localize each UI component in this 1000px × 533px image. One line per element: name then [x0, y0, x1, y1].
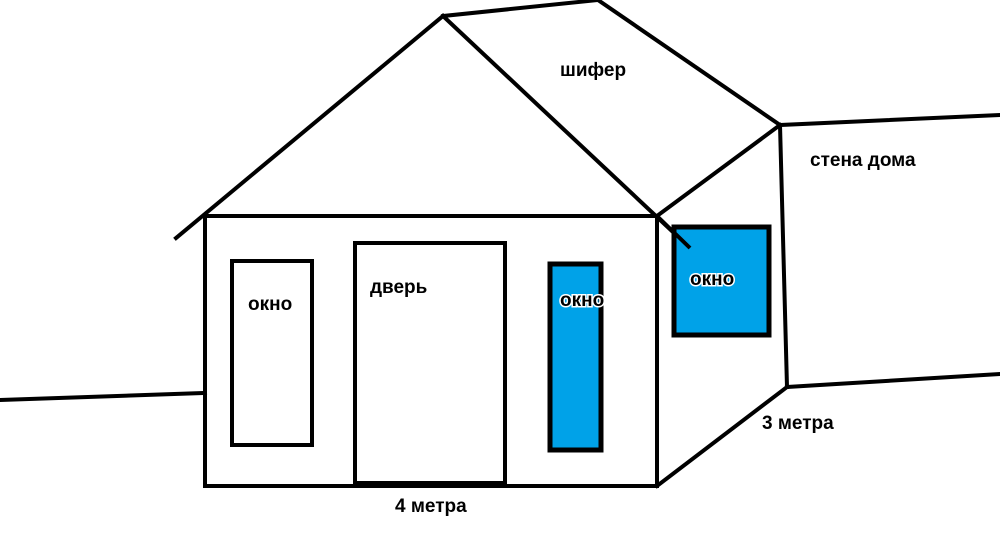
label-window-blue-front: окно [560, 290, 604, 311]
label-front-length: 4 метра [395, 496, 467, 517]
front-wall [203, 214, 659, 488]
window-blue-front [547, 261, 604, 453]
label-roof: шифер [560, 60, 626, 81]
door [353, 241, 507, 485]
side-wall-corner [777, 122, 790, 390]
window-left [230, 259, 314, 447]
roof-right-slope [440, 13, 693, 251]
roof-left-slope [173, 13, 446, 241]
roof-ridge [440, 0, 601, 19]
roof-overhang-tip [655, 214, 692, 250]
ground-line-left [0, 390, 208, 403]
label-window-side: окно [690, 269, 734, 290]
window-side [671, 224, 772, 338]
side-wall-bottom [654, 384, 790, 489]
label-side-length: 3 метра [762, 413, 834, 434]
label-window-left: окно [248, 294, 292, 315]
roof-back-edge [595, 0, 783, 128]
label-door: дверь [370, 277, 427, 298]
roof-eave [654, 122, 783, 219]
wall-extension-bottom [784, 371, 1000, 390]
wall-extension-top [777, 112, 1000, 128]
label-house-wall: стена дома [810, 150, 916, 171]
